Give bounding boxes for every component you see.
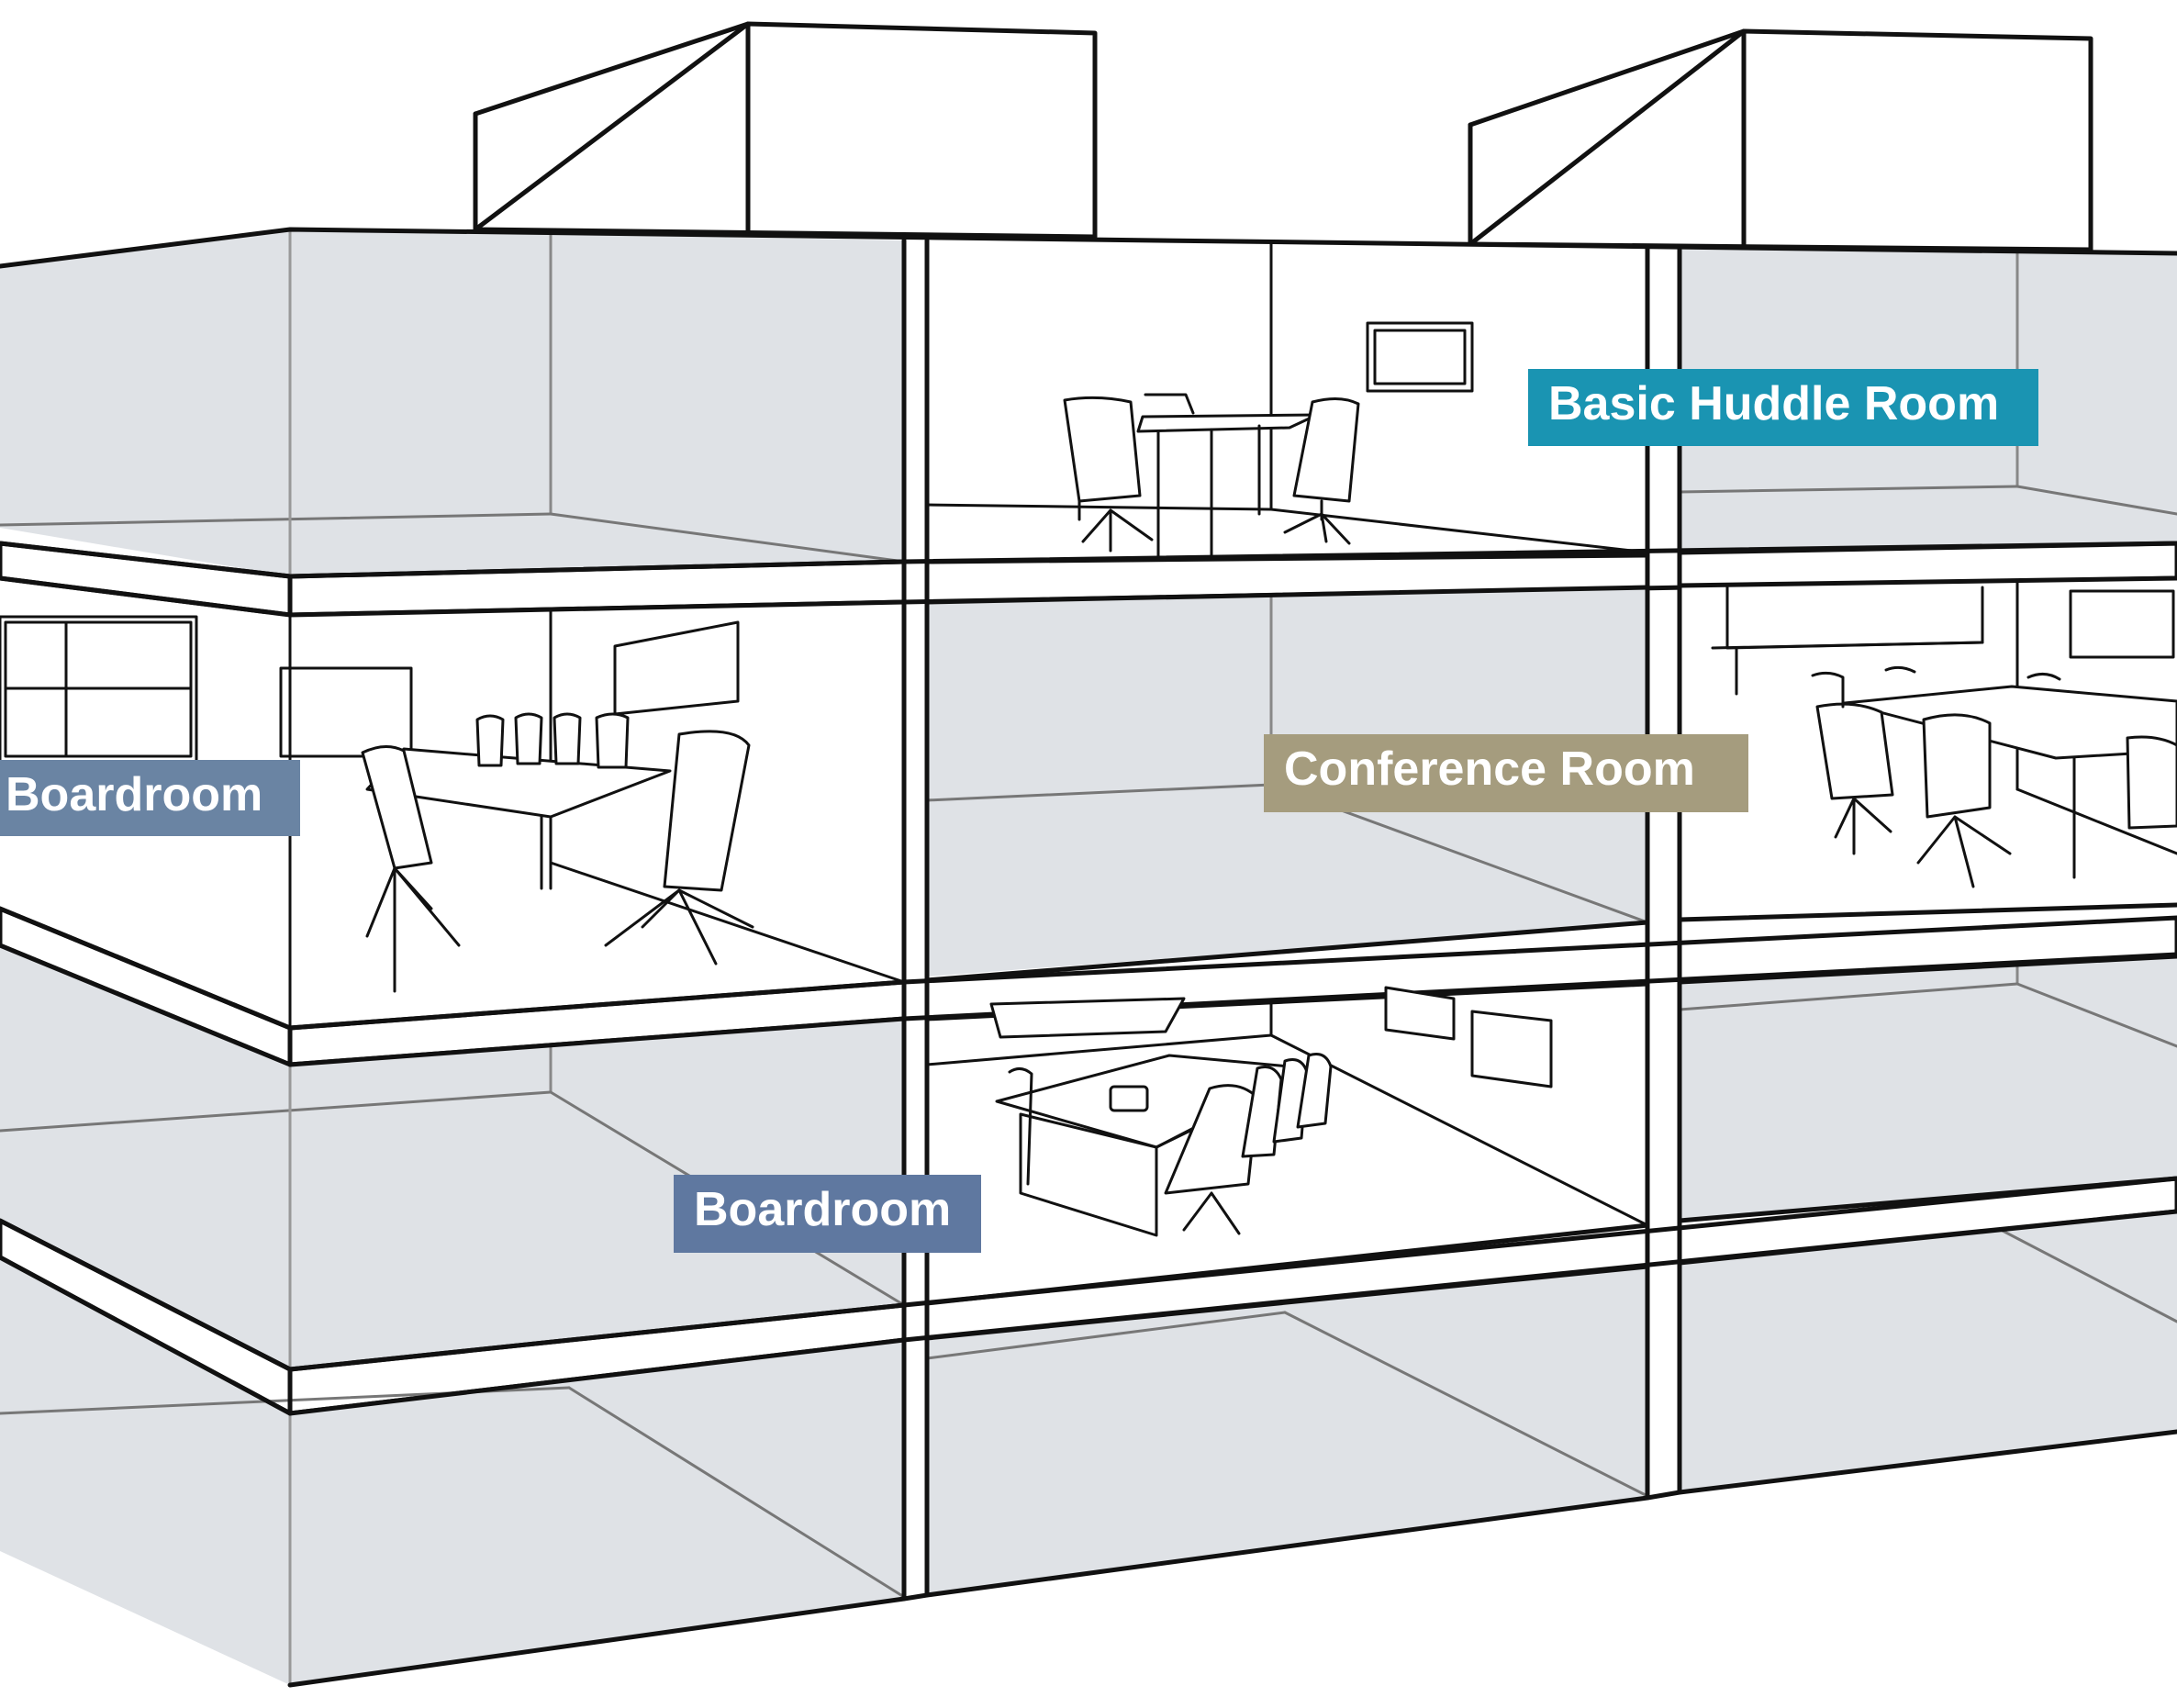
outline xyxy=(0,541,2177,1688)
columns xyxy=(901,238,1682,1602)
conference-room-furniture xyxy=(1711,586,2177,888)
floor-lower xyxy=(0,945,2177,1369)
roof-structure-left xyxy=(473,21,1098,240)
boardroom-bottom-furniture xyxy=(989,986,1553,1237)
label-boardroom-middle-floor[interactable]: Boardroom xyxy=(0,760,300,836)
boardroom-left-furniture xyxy=(0,615,754,993)
floor-ground xyxy=(0,1211,2177,1685)
roof-structure-right xyxy=(1468,28,2093,252)
huddle-room-furniture xyxy=(1063,321,1474,558)
label-conference-room[interactable]: Conference Room xyxy=(1264,734,1748,812)
label-basic-huddle-room[interactable]: Basic Huddle Room xyxy=(1528,369,2038,446)
label-boardroom-lower-floor[interactable]: Boardroom xyxy=(674,1175,981,1253)
